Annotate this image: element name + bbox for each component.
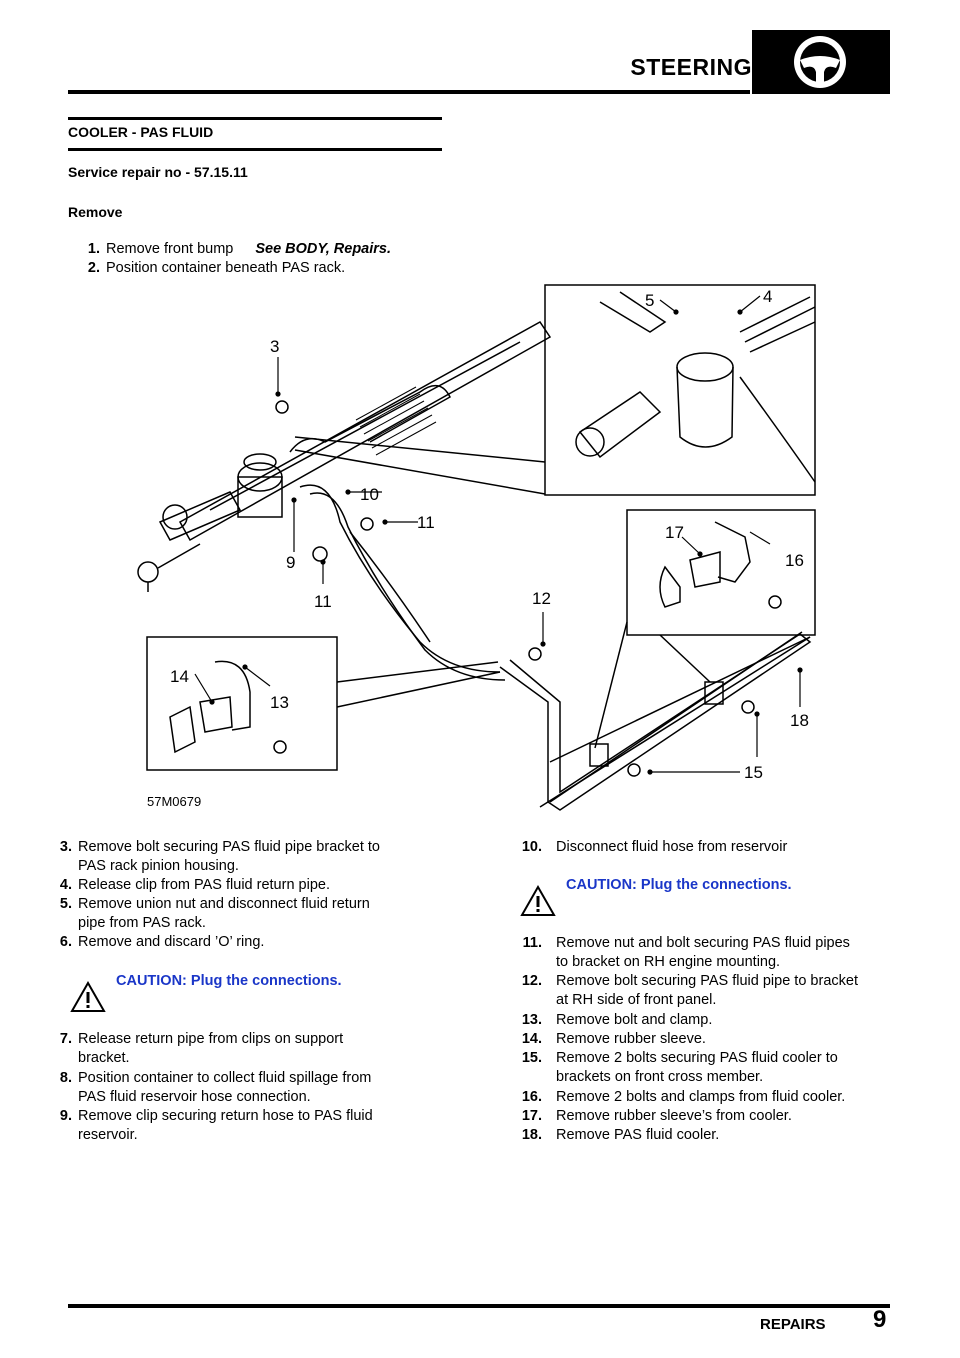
caution-notice: CAUTION: Plug the connections. (70, 973, 390, 1017)
callout-16: 16 (785, 551, 804, 570)
caution-text: CAUTION: Plug the connections. (116, 973, 342, 989)
inset-clamp-box (626, 509, 816, 636)
steering-wheel-icon (794, 36, 846, 88)
service-repair-number: Service repair no - 57.15.11 (68, 164, 248, 180)
caution-notice-2: CAUTION: Plug the connections. (520, 877, 840, 921)
header-icon-box (752, 30, 890, 94)
inset-reservoir-box (544, 284, 816, 496)
cross-reference-link[interactable]: See BODY, Repairs. (255, 241, 392, 257)
warning-triangle-icon (70, 981, 106, 1012)
step-text: Position container beneath PAS rack. (106, 260, 346, 276)
page-header-title: STEERING (630, 54, 752, 80)
callout-9: 9 (286, 553, 295, 572)
pas-cooler-illustration: 3 4 5 9 10 11 11 12 13 14 15 16 17 18 57… (137, 284, 816, 811)
callout-3: 3 (270, 337, 279, 356)
header-rule (68, 90, 750, 94)
callout-17: 17 (665, 523, 684, 542)
figure-code: 57M0679 (147, 794, 201, 809)
callout-11a: 11 (417, 513, 435, 532)
step-number: 1. (87, 241, 100, 257)
callout-12: 12 (532, 589, 551, 608)
callout-18: 18 (790, 711, 809, 730)
step-number: 2. (87, 260, 100, 276)
callout-10: 10 (360, 485, 379, 504)
inset-sleeve-box (146, 636, 338, 771)
page-number: 9 (873, 1306, 887, 1333)
callout-15: 15 (744, 763, 763, 782)
footer-section-label: REPAIRS (760, 1316, 826, 1333)
caution-text: CAUTION: Plug the connections. (566, 877, 792, 893)
callout-4: 4 (763, 287, 772, 306)
remove-heading: Remove (68, 204, 123, 220)
footer-rule (68, 1304, 890, 1308)
section-rule-top (68, 117, 442, 120)
callout-13: 13 (270, 693, 289, 712)
warning-triangle-icon (520, 885, 556, 916)
section-title: COOLER - PAS FLUID (68, 124, 214, 140)
section-rule-bottom (68, 148, 442, 151)
step-text: Remove front bump (106, 241, 234, 257)
callout-14: 14 (170, 667, 189, 686)
callout-5: 5 (645, 291, 654, 310)
callout-11b: 11 (314, 592, 332, 611)
